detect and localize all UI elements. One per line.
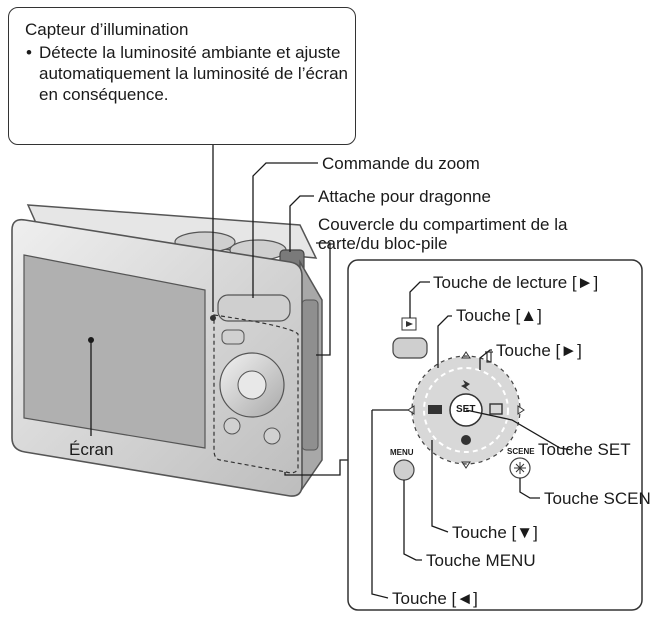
label-down-button: Touche [▼] [452,523,538,542]
playback-button [392,337,428,359]
flash-icon [461,380,470,391]
battery-cover [301,299,319,451]
set-mark: SET [456,404,476,415]
menu-button [393,459,415,481]
exposure-icon [428,405,442,414]
panel-leader-lines [371,281,573,599]
label-playback-button: Touche de lecture [►] [433,273,599,292]
illumination-sensor [210,315,216,321]
callout-body: • Détecte la luminosité ambiante et ajus… [26,42,349,105]
label-menu-button: Touche MENU [426,551,536,570]
callout-bullet: • [26,43,32,62]
label-up-button: Touche [▲] [456,306,542,325]
illumination-sensor-callout: Capteur d’illumination • Détecte la lumi… [8,7,356,145]
label-set-button: Touche SET [538,440,631,459]
menu-mark: MENU [390,448,414,457]
label-strap-attachment: Attache pour dragonne [318,187,491,206]
label-zoom-lever: Commande du zoom [322,154,480,173]
macro-icon [461,435,471,445]
label-right-button: Touche [►] [496,341,582,360]
label-battery-cover-line1: Couvercle du compartiment de la [318,215,568,234]
scene-mark: SCENE [507,447,535,456]
lcd-screen [23,254,206,449]
label-left-button: Touche [◄] [392,589,478,608]
callout-title: Capteur d’illumination [25,20,189,39]
label-screen: Écran [69,440,114,459]
delete-icon [485,351,493,363]
label-scene-button: Touche SCENE [544,489,651,508]
zoom-lever [217,294,291,322]
callout-text: Détecte la luminosité ambiante et ajuste… [39,43,349,104]
self-timer-icon [489,403,503,415]
camera-illustration [11,204,323,497]
label-battery-cover-line2: carte/du bloc-pile [318,234,448,253]
controls-highlight [213,314,299,474]
leader-lines [90,145,348,476]
